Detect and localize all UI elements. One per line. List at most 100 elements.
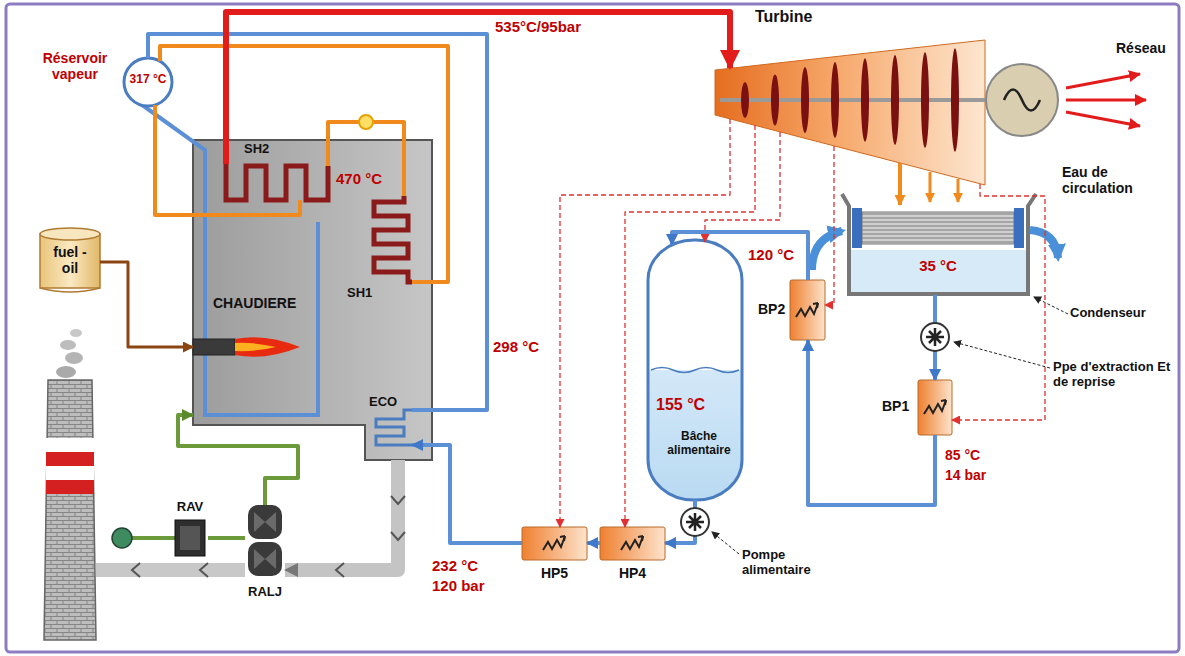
cooling-water-in [812, 231, 842, 270]
flame [235, 343, 276, 351]
pipe [208, 536, 245, 540]
pipe [898, 163, 902, 205]
turbine-blade [831, 62, 839, 138]
turbine-blade [801, 67, 809, 133]
condenser-shell [842, 194, 1036, 294]
turbine-blade [741, 82, 749, 118]
air-fan [112, 528, 132, 548]
burner [193, 339, 235, 355]
tube-plate [1014, 208, 1024, 248]
node-text: BP2 [758, 301, 790, 317]
pressure-label: 14 bar [945, 467, 1005, 483]
exhaust-arrow [957, 179, 960, 202]
part-label: Ppe d'extraction Et de reprise [1053, 360, 1175, 390]
grid-label: Réseau [1116, 40, 1178, 56]
air-duct [132, 536, 175, 540]
node-text: SH1 [347, 286, 387, 301]
flow-label: Eau de circulation [1062, 164, 1162, 196]
air-heater-core [180, 526, 200, 550]
temperature-label: 120 °C [748, 246, 804, 263]
ac-symbol [1004, 90, 1040, 111]
pipe [178, 415, 298, 505]
temperature-label: 232 °C [432, 557, 492, 574]
pipe [808, 340, 935, 505]
superheater-coil [226, 164, 328, 200]
superheater: SH1 [345, 196, 412, 305]
frame [6, 4, 1179, 652]
feed-tank-shell [648, 240, 742, 500]
part-label: Condenseur [1070, 306, 1165, 321]
chimney-band [46, 466, 94, 480]
steam-drum-shell [124, 58, 172, 106]
heater-shell [918, 380, 952, 435]
hp-heater: HP5 [522, 527, 587, 587]
node-text: Réservoir vapeur [30, 50, 120, 82]
node-text: Turbine [755, 8, 835, 26]
turbine-blade [861, 58, 869, 141]
node-text: SH2 [244, 142, 284, 157]
hp-heater: HP4 [600, 527, 665, 587]
exchanger-symbol [924, 400, 946, 414]
node-text: CHAUDIERE [213, 295, 313, 311]
rotor-detail [254, 512, 276, 569]
pipe [328, 122, 404, 196]
extraction-pump [921, 323, 949, 351]
water-level [651, 368, 739, 373]
turbine-blade [771, 74, 779, 125]
feed-pump [681, 508, 709, 536]
smoke [70, 329, 82, 337]
pipe [226, 12, 730, 130]
condenser: 35 °C [848, 205, 1028, 295]
desuperheater [359, 115, 373, 129]
boiler: CHAUDIERE SH2SH1ECO [193, 130, 432, 460]
turbine-casing [715, 40, 985, 185]
smoke [60, 340, 76, 350]
temperature-label: 470 °C [336, 170, 396, 187]
grid-arrow [1066, 74, 1140, 88]
pipe [148, 34, 487, 410]
chimney-band [46, 480, 94, 494]
superheater-coil [374, 196, 412, 282]
lp-heater: BP2 [758, 280, 825, 340]
temperature-label: 85 °C [945, 447, 1001, 463]
node-text: ECO [369, 395, 409, 410]
grid-arrow [1066, 112, 1140, 126]
pump-impeller [686, 513, 704, 531]
flue-arrow [132, 496, 405, 577]
chimney-band [46, 438, 94, 452]
node-text: 35 °C [903, 257, 973, 274]
grid-arrow [1066, 99, 1146, 102]
turbine-blade [891, 55, 899, 145]
chimney [44, 380, 96, 640]
leader-line [954, 342, 1050, 368]
air-heater-body [175, 520, 205, 556]
feed-tank: 155 °CBâche alimentaire [648, 240, 742, 500]
node-text: RAV [172, 500, 208, 515]
smoke [65, 352, 83, 364]
tank-top [40, 228, 100, 240]
turbine-blade [921, 52, 929, 148]
pump-casing [921, 323, 949, 351]
water-wall [138, 102, 318, 415]
steam-drum: Réservoir vapeur317 °C [124, 58, 172, 106]
leader-line [1034, 297, 1068, 314]
part-label: Pompe alimentaire [742, 548, 834, 578]
exchanger-symbol [543, 536, 565, 550]
pipe [672, 232, 808, 280]
steam-outlet [223, 130, 229, 164]
exhaust-arrow [929, 172, 932, 202]
tank-bottom [40, 288, 100, 292]
exchanger-symbol [621, 536, 643, 550]
node-text: RALJ [241, 585, 289, 600]
tube-plate [852, 208, 862, 248]
regenerative-air-heater: RALJ [245, 505, 285, 605]
cooling-water-out [1030, 230, 1058, 258]
node-text: fuel -oil [48, 244, 92, 276]
flame [235, 337, 300, 357]
smoke [56, 366, 76, 378]
pump-impeller [926, 328, 944, 346]
chimney-band [46, 452, 94, 466]
node-text: BP1 [882, 398, 918, 414]
